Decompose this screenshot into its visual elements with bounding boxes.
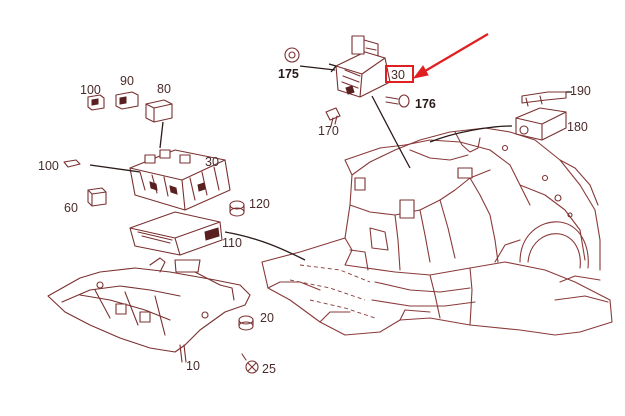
label-part-25: 25 [262,362,276,376]
screw-120 [229,200,245,217]
label-part-90: 90 [120,74,134,88]
bolt-176 [385,94,410,108]
mounting-base-plate [47,257,251,363]
relay-80 [145,99,173,123]
label-part-170: 170 [318,124,339,138]
label-part-80: 80 [157,82,171,96]
label-part-100-left: 100 [38,159,59,173]
label-part-190: 190 [570,84,591,98]
leader-lines [89,63,572,261]
nut-20 [238,315,254,331]
highlight-callout [385,33,489,83]
relay-100-top [87,94,105,111]
label-part-30-left: 30 [205,155,219,169]
sensor-module-30 [335,35,391,98]
label-part-100-top: 100 [80,83,101,97]
bracket-190 [521,91,567,107]
label-part-180: 180 [567,120,588,134]
part-labels: 100 90 80 100 30 60 120 110 20 10 25 175… [38,67,591,376]
control-module-110 [129,211,223,256]
sensor-180 [515,107,567,141]
label-part-120: 120 [249,197,270,211]
bolt-170 [325,107,341,127]
vehicle-body-shell [261,127,613,336]
red-arrow-line [419,33,489,75]
red-arrowhead [412,65,429,79]
relay-60 [87,187,107,207]
label-part-60: 60 [64,201,78,215]
relay-90 [115,91,139,110]
screw-25 [241,353,259,374]
fuse-relay-box [129,149,231,211]
label-part-176: 176 [415,97,436,111]
nut-175 [284,47,300,63]
fuse-100-left [63,159,81,168]
label-part-110: 110 [222,236,242,250]
highlight-box [385,65,414,83]
label-part-20: 20 [260,311,274,325]
label-part-175: 175 [278,67,299,81]
label-part-30-top: 30 [391,68,405,82]
label-part-10: 10 [186,359,200,373]
